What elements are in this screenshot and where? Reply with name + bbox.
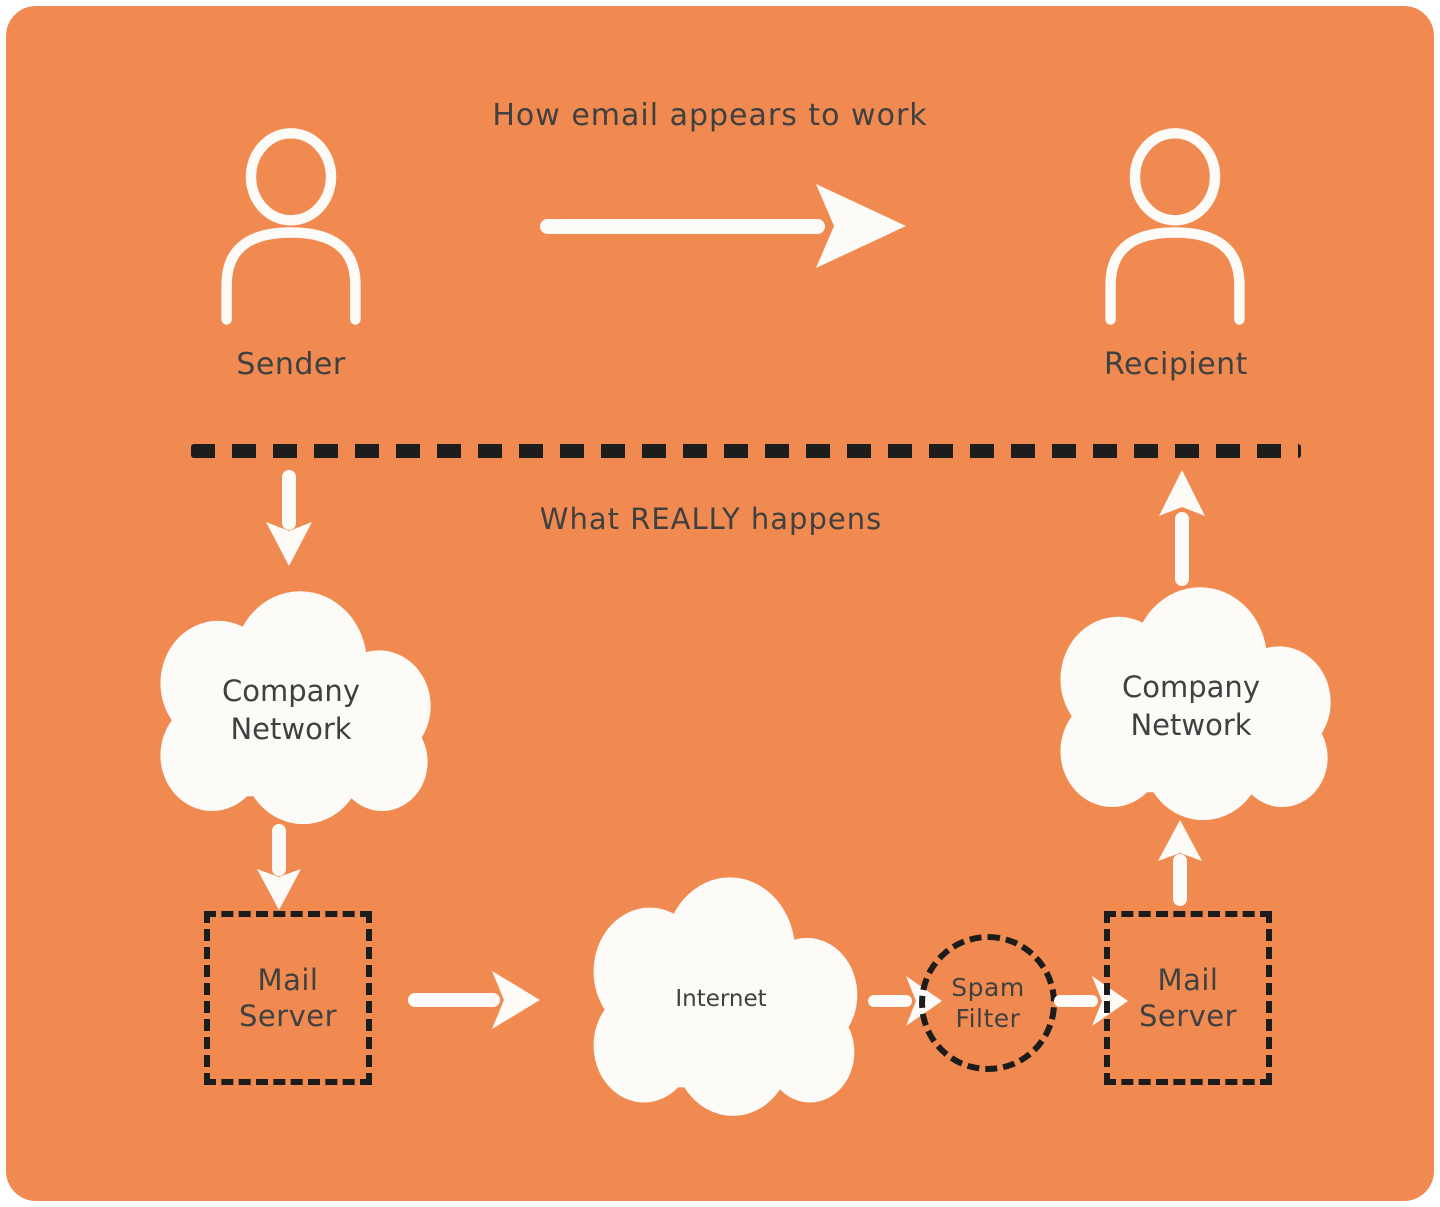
arrow-up-icon	[1152, 468, 1212, 586]
cloud-icon	[593, 877, 858, 1116]
spam-filter-circle: Spam Filter	[919, 934, 1057, 1072]
dashed-divider	[191, 444, 1301, 458]
cloud-icon	[1060, 587, 1331, 821]
company-network-cloud-left: Company Network	[124, 588, 458, 834]
sender-label: Sender	[236, 347, 346, 382]
mail-server-box-right: Mail Server	[1104, 911, 1272, 1085]
top-section-title: How email appears to work	[492, 98, 928, 133]
recipient-label: Recipient	[1104, 347, 1248, 382]
mail-server-label-left: Mail Server	[238, 962, 338, 1033]
internet-cloud: Internet	[558, 874, 884, 1126]
spam-filter-label: Spam Filter	[951, 972, 1025, 1033]
arrow-down-icon	[259, 470, 319, 568]
cloud-icon	[160, 591, 431, 825]
mail-server-box-left: Mail Server	[204, 911, 372, 1085]
company-network-label-right: Company Network	[1122, 670, 1260, 742]
arrow-up-icon	[1152, 818, 1208, 906]
arrow-right-icon	[538, 178, 910, 274]
arrow-right-icon	[1054, 972, 1130, 1030]
mail-server-label-right: Mail Server	[1138, 962, 1238, 1033]
company-network-label-left: Company Network	[222, 674, 360, 746]
arrow-down-icon	[251, 824, 307, 912]
arrow-right-icon	[408, 966, 544, 1034]
bottom-section-title: What REALLY happens	[539, 502, 883, 536]
internet-label: Internet	[675, 986, 767, 1013]
sender-person-icon	[204, 124, 378, 334]
company-network-cloud-right: Company Network	[1024, 584, 1358, 830]
recipient-person-icon	[1088, 124, 1262, 334]
diagram-panel: How email appears to work Sender Recipie…	[6, 6, 1434, 1201]
